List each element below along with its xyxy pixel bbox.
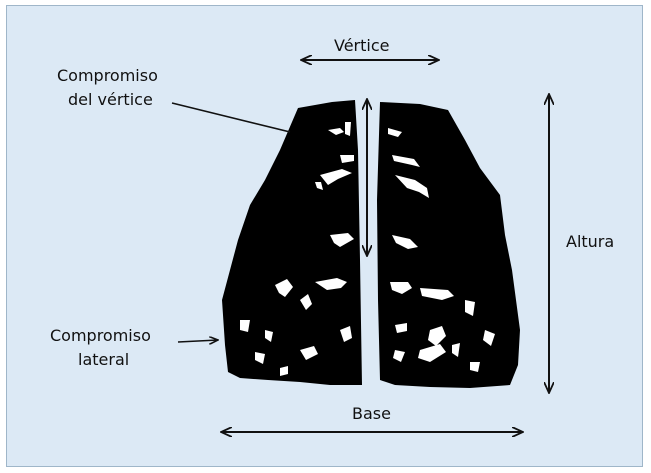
height-label: Altura bbox=[566, 232, 614, 252]
apex-involvement-leader bbox=[172, 103, 290, 132]
lateral-involvement-label-line2: lateral bbox=[78, 350, 129, 370]
vertex-label: Vértice bbox=[334, 36, 389, 56]
base-label: Base bbox=[352, 404, 391, 424]
lateral-involvement-pointer bbox=[178, 340, 218, 342]
right-lung-shape bbox=[377, 102, 520, 388]
apex-involvement-label-line2: del vértice bbox=[68, 90, 153, 110]
apex-involvement-label-line1: Compromiso bbox=[57, 66, 158, 86]
lateral-involvement-label-line1: Compromiso bbox=[50, 326, 151, 346]
